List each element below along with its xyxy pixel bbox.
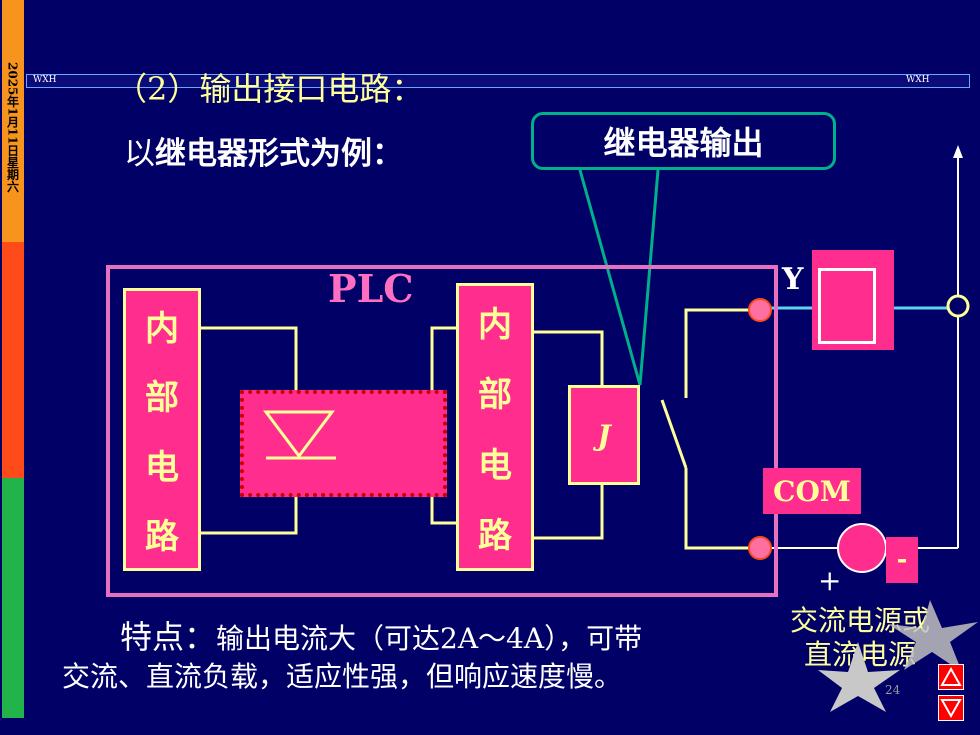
arrow-up-icon	[953, 145, 963, 158]
internal-left-char: 路	[145, 516, 179, 557]
author-left: WXH	[33, 75, 57, 85]
strip-red	[2, 242, 24, 478]
feature-text: 特点：输出电流大（可达2A～4A），可带 交流、直流负载，适应性强，但响应速度慢…	[62, 618, 782, 696]
subtitle-prefix: 以	[124, 136, 155, 172]
relay-coil: J	[568, 385, 640, 485]
strip-orange-top	[2, 0, 24, 62]
wire-j-top	[532, 330, 604, 385]
feature-line1: 输出电流大（可达2A～4A），可带	[216, 622, 643, 655]
slide-title: （2）输出接口电路：	[115, 70, 424, 108]
com-label: COM	[763, 468, 861, 514]
optocoupler-block	[240, 390, 447, 497]
internal-left-char: 电	[145, 447, 179, 488]
slide-date: 2025年1月11日星期六	[2, 62, 24, 242]
strip-green	[2, 478, 24, 718]
relay-output-callout: 继电器输出	[531, 112, 836, 170]
star-icon	[818, 642, 900, 712]
page-number: 24	[885, 683, 901, 697]
internal-right-char: 电	[478, 445, 512, 486]
internal-left-char: 内	[145, 309, 179, 350]
internal-left-char: 部	[145, 378, 179, 419]
wire-contact-top	[684, 308, 760, 398]
internal-circuit-left: 内 部 电 路	[123, 288, 201, 571]
load-symbol	[818, 268, 876, 344]
internal-circuit-right: 内 部 电 路	[456, 283, 534, 571]
star-icon	[888, 600, 978, 672]
internal-right-char: 内	[478, 304, 512, 345]
terminal-y-icon	[748, 298, 772, 322]
terminal-com-icon	[748, 536, 772, 560]
slide-subtitle: 以继电器形式为例：	[124, 128, 403, 173]
minus-label: -	[886, 537, 918, 583]
plc-label: PLC	[328, 266, 414, 311]
wire-j-bottom	[532, 485, 604, 540]
internal-right-char: 路	[478, 516, 512, 557]
relay-contact-blade	[660, 399, 688, 469]
author-right: WXH	[906, 75, 930, 85]
internal-right-char: 部	[478, 375, 512, 416]
power-source-icon	[837, 523, 887, 573]
nav-next-button[interactable]	[938, 695, 964, 721]
callout-pointer	[578, 169, 660, 386]
nav-prev-button[interactable]	[938, 664, 964, 690]
plus-label: +	[818, 564, 842, 597]
header-bar	[26, 74, 970, 88]
triangle-down-icon	[940, 699, 962, 719]
star-decoration	[818, 600, 978, 712]
terminal-node-icon	[946, 294, 970, 318]
feature-head: 特点：	[120, 618, 217, 656]
subtitle-bold: 继电器形式为例：	[155, 136, 403, 172]
triangle-up-icon	[940, 666, 962, 686]
load-y-box	[812, 250, 894, 350]
feature-line2: 交流、直流负载，适应性强，但响应速度慢。	[62, 660, 623, 693]
wire-contact-bottom	[684, 468, 760, 550]
diode-icon	[263, 410, 336, 460]
plc-enclosure	[106, 265, 778, 597]
load-label: Y	[782, 262, 804, 297]
